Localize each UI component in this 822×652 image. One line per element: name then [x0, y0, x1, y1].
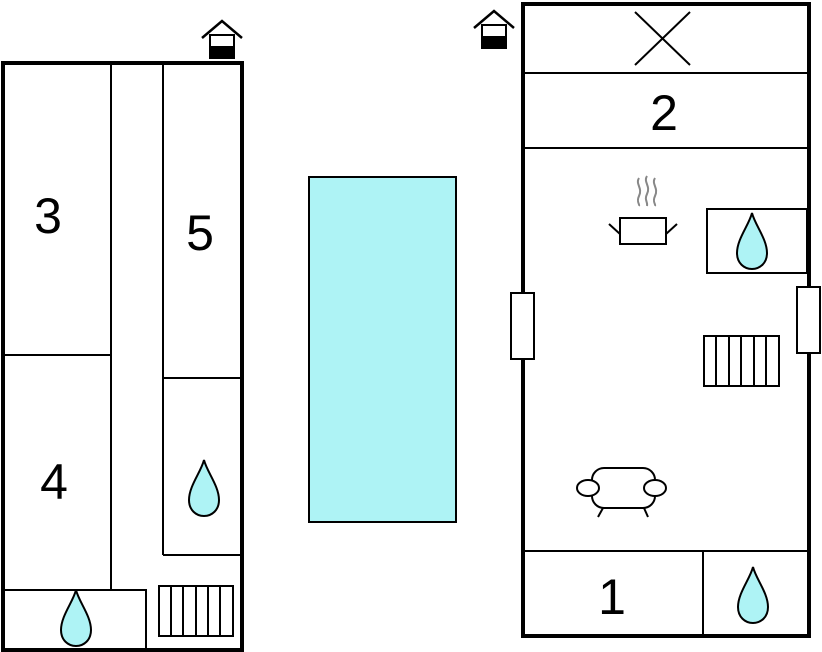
cooking-pot-icon [608, 175, 678, 245]
room-4-label: 4 [40, 454, 68, 510]
room-2-label: 2 [650, 85, 678, 141]
water-drop-icon [737, 566, 769, 624]
water-drop-icon [188, 459, 220, 517]
sofa-icon [576, 467, 667, 518]
swimming-pool [308, 176, 457, 523]
cross-icon [634, 11, 691, 66]
water-drop-icon [736, 212, 768, 270]
right-building: 2 1 [472, 2, 821, 638]
radiator-icon [158, 585, 234, 637]
left-building-outer-wall [1, 61, 244, 652]
room-1-label: 1 [598, 569, 626, 625]
kitchen-sink [706, 208, 808, 274]
left-building: 3 4 5 [1, 19, 244, 652]
window-left [510, 292, 535, 360]
water-drop-icon [60, 589, 92, 647]
room-5-label: 5 [186, 205, 214, 261]
bottom-bathroom-wall [3, 589, 147, 650]
window-right [796, 286, 821, 354]
room-3-label: 3 [34, 188, 62, 244]
house-entrance-icon [472, 9, 516, 50]
house-entrance-icon [200, 19, 244, 60]
radiator-icon [703, 335, 780, 387]
